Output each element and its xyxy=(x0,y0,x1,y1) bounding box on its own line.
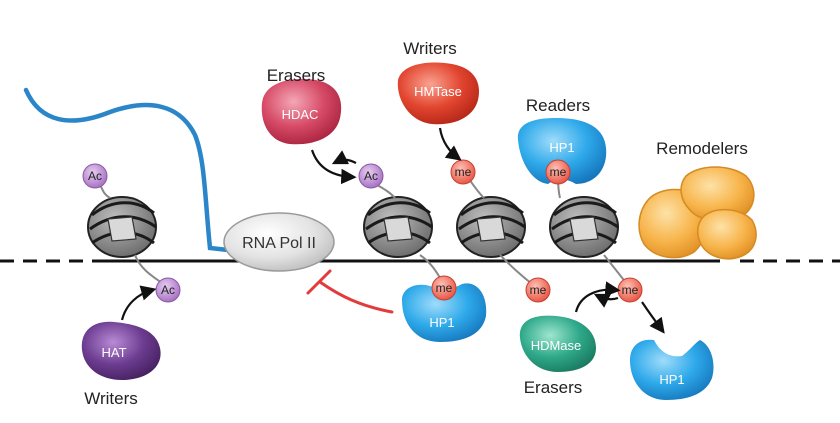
hmtase-label: HMTase xyxy=(414,84,462,99)
rna-pol-ii: RNA Pol II xyxy=(223,212,335,272)
ac-mark-left-top: Ac xyxy=(82,163,108,189)
ac-mark-label: Ac xyxy=(161,283,175,297)
ac-mark-left-bottom: Ac xyxy=(155,277,181,303)
writers-bottom-label: Writers xyxy=(84,389,138,408)
ac-mark-label: Ac xyxy=(364,169,378,183)
hp1-reader-bottom: HP1 xyxy=(630,339,714,400)
me-mark-bottom-2: me xyxy=(525,277,551,303)
arrows xyxy=(120,127,665,334)
hat-enzyme: HAT xyxy=(81,321,161,380)
ac-mark-mid: Ac xyxy=(358,163,384,189)
nucleosome-1 xyxy=(87,196,157,258)
hdmase-label: HDMase xyxy=(531,338,582,353)
hmtase-enzyme: HMTase xyxy=(397,62,479,125)
rna-pol-ii-label: RNA Pol II xyxy=(242,235,316,252)
remodelers-label: Remodelers xyxy=(656,139,748,158)
readers-label: Readers xyxy=(526,96,590,115)
hat-label: HAT xyxy=(101,345,126,360)
ac-mark-label: Ac xyxy=(88,169,102,183)
hp1-reader-top: HP1 xyxy=(517,118,607,184)
me-mark-label: me xyxy=(530,283,547,297)
hdmase-arrow xyxy=(574,281,621,313)
inhibition-arrow xyxy=(306,269,394,314)
nucleosome-4 xyxy=(549,196,619,258)
erasers-top-label: Erasers xyxy=(267,66,326,85)
me-mark-bottom-3: me xyxy=(617,277,643,303)
hp1-bottom-label: HP1 xyxy=(659,372,684,387)
hdmase-arrow-back xyxy=(593,293,619,308)
me-mark-top-2: me xyxy=(545,159,571,185)
hdac-label: HDAC xyxy=(282,107,319,122)
me-mark-label: me xyxy=(550,165,567,179)
me-mark-top-1: me xyxy=(450,159,476,185)
remodeler-complex xyxy=(638,166,757,260)
hp1-top-label: HP1 xyxy=(549,140,574,155)
me-mark-bottom-1: me xyxy=(431,275,457,301)
nucleosome-2 xyxy=(363,196,433,258)
me-mark-label: me xyxy=(436,281,453,295)
hdac-removal-arrow-back xyxy=(331,150,357,165)
rna-transcript xyxy=(23,87,231,253)
me-mark-label: me xyxy=(455,165,472,179)
erasers-bottom-label: Erasers xyxy=(524,378,583,397)
me-mark-label: me xyxy=(622,283,639,297)
hp1-release-arrow xyxy=(641,301,665,334)
nucleosome-3 xyxy=(456,196,526,258)
writers-top-label: Writers xyxy=(403,39,457,58)
hdac-removal-arrow xyxy=(310,149,357,185)
hdmase-enzyme: HDMase xyxy=(519,315,596,372)
hat-arrow xyxy=(120,285,157,321)
hp1-reader-mid: HP1 xyxy=(402,283,487,342)
hmtase-arrow xyxy=(438,127,462,161)
hp1-mid-label: HP1 xyxy=(429,315,454,330)
hdac-enzyme: HDAC xyxy=(261,78,342,145)
